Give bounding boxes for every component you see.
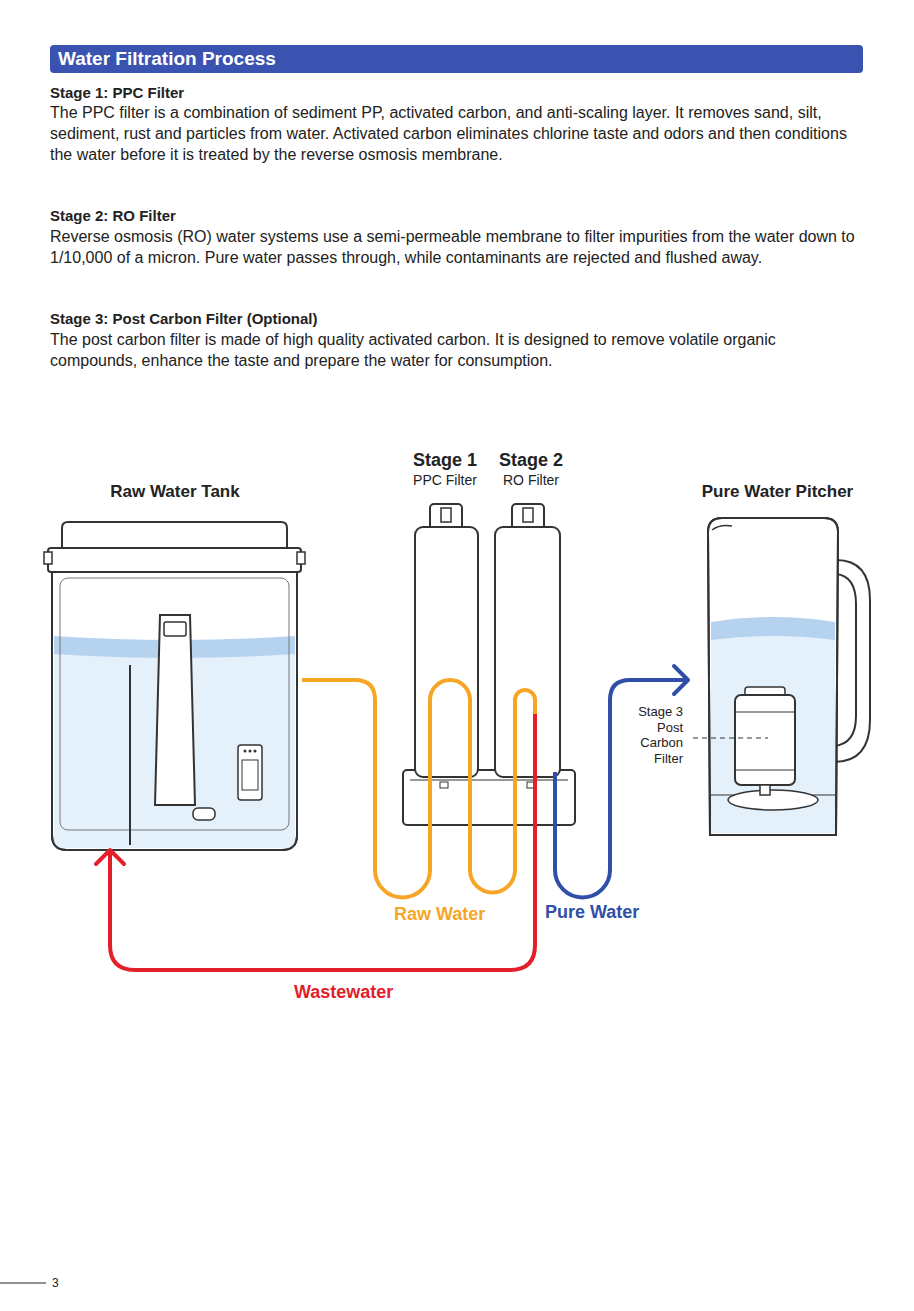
pipe-line <box>555 680 688 897</box>
node-text: PPC Filter <box>400 472 490 489</box>
node-text: Stage 2 <box>486 450 576 472</box>
title-bar: Water Filtration Process <box>50 45 863 73</box>
page-rule <box>0 1283 46 1284</box>
pipe-line <box>110 830 535 970</box>
node-text: RO Filter <box>486 472 576 489</box>
flow-label: Pure Water <box>543 902 641 923</box>
pipe-connector <box>96 830 535 970</box>
stage-description: The PPC filter is a combination of sedim… <box>50 102 862 165</box>
pipe-connector <box>302 680 430 897</box>
filter-node: Stage 1PPC Filter <box>400 450 490 830</box>
pipe-connector <box>555 666 688 897</box>
node-text: Stage 1 <box>400 450 490 472</box>
tank-node: Raw Water Tank <box>48 482 302 850</box>
flow-label: Wastewater <box>292 982 395 1003</box>
page-number: 3 <box>52 1276 72 1290</box>
pipe-line <box>470 830 515 893</box>
arrow-head <box>96 850 124 864</box>
stage-description: Reverse osmosis (RO) water systems use a… <box>50 226 862 268</box>
filter-unit <box>403 504 575 830</box>
arrow-head <box>674 666 688 694</box>
stage-heading: Stage 1: PPC Filter <box>50 83 860 103</box>
node-text: Raw Water Tank <box>48 482 302 502</box>
stage-heading: Stage 2: RO Filter <box>50 206 860 226</box>
stage-description: The post carbon filter is made of high q… <box>50 329 862 371</box>
stage-heading: Stage 3: Post Carbon Filter (Optional) <box>50 309 860 329</box>
node-text: Stage 3 Post Carbon Filter <box>628 704 683 766</box>
raw-water-tank <box>44 522 305 850</box>
filter-node: Stage 2RO Filter <box>486 450 576 830</box>
leader-line <box>693 738 768 739</box>
pure-water-pitcher <box>693 518 870 835</box>
pipe-connector <box>470 830 515 893</box>
pipe-line <box>302 680 430 897</box>
cartridge-node: Stage 3 Post Carbon Filter <box>628 704 798 774</box>
title-text: Water Filtration Process <box>50 45 863 73</box>
pitcher-node: Pure Water PitcherStage 3 Post Carbon Fi… <box>688 482 867 852</box>
node-text: Pure Water Pitcher <box>688 482 867 502</box>
flow-label: Raw Water <box>392 904 487 925</box>
